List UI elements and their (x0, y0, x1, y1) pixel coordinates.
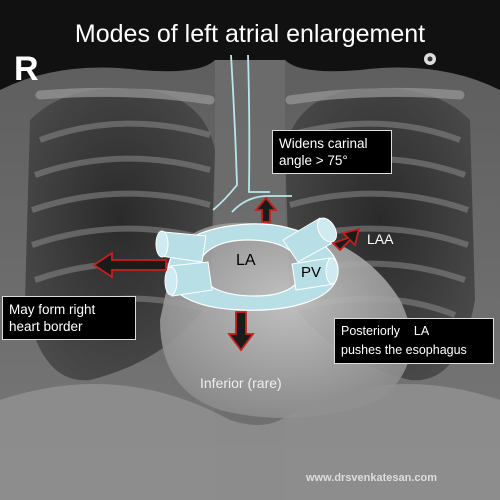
callout-line: May form right (9, 302, 96, 317)
inferior-label: Inferior (rare) (200, 375, 282, 391)
watermark-url: www.drsvenkatesan.com (306, 472, 438, 484)
arrow-down-icon (227, 311, 255, 352)
pulmonary-vein-right-lower (164, 261, 213, 297)
left-atrial-appendage-label: LAA (367, 231, 394, 247)
trachea-outline (212, 54, 292, 213)
callout-line: Posteriorly LA (341, 324, 430, 338)
side-marker: R (14, 50, 39, 88)
pulmonary-vein-left-lower (291, 257, 339, 291)
arrow-left-icon (92, 251, 167, 279)
callout-line: angle > 75° (279, 153, 348, 168)
left-atrium-label: LA (236, 252, 256, 269)
diagram-title: Modes of left atrial enlargement (74, 20, 426, 48)
carinal-angle-callout: Widens carinal angle > 75° (272, 130, 392, 174)
callout-line: heart border (9, 319, 83, 334)
callout-line: Widens carinal (279, 136, 368, 151)
pulmonary-vein-right-upper (155, 230, 207, 263)
arrow-up-right-icon (331, 227, 361, 252)
pulmonary-vein-label: PV (301, 264, 322, 281)
right-heart-border-callout: May form right heart border (2, 296, 136, 340)
arrow-up-icon (254, 196, 278, 223)
esophagus-callout: Posteriorly LA pushes the esophagus (334, 318, 494, 364)
callout-line: pushes the esophagus (341, 343, 467, 357)
